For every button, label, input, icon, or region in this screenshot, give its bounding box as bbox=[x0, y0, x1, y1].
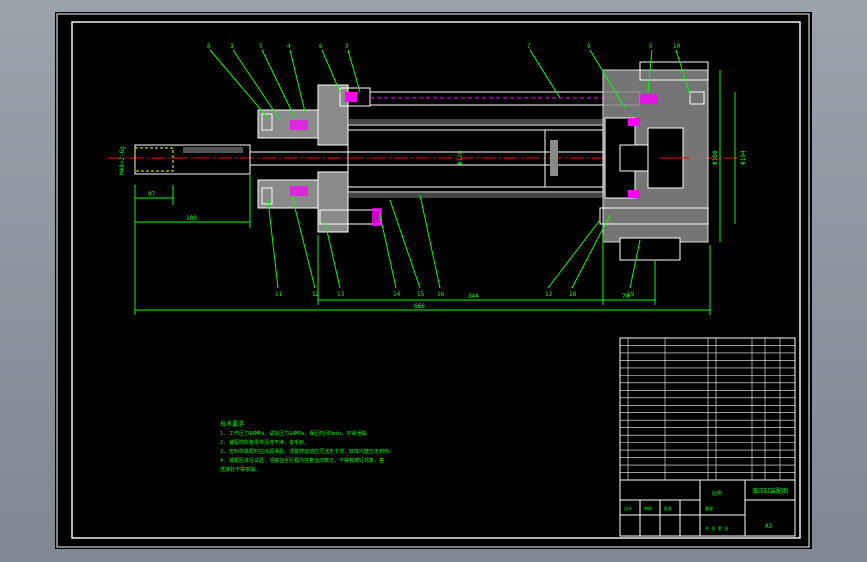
leader bbox=[571, 214, 611, 289]
note-line-4: 4. 装配后进行试验，活塞在全行程内往复运动数次，不得有爬行现象，各 bbox=[220, 457, 384, 464]
bolt-head-lower bbox=[372, 208, 382, 226]
balloon-label: 12 bbox=[545, 291, 553, 298]
parts-list-grid bbox=[620, 338, 795, 480]
leader bbox=[267, 199, 279, 289]
balloon-label: 15 bbox=[417, 291, 425, 298]
leader bbox=[589, 49, 626, 109]
leader bbox=[419, 194, 441, 289]
dim-666: 666 bbox=[414, 303, 425, 310]
balloon-label: 18 bbox=[569, 291, 577, 298]
inner-frame bbox=[71, 21, 801, 539]
dim-97: 97 bbox=[148, 191, 156, 198]
title-approver: 批准 bbox=[664, 505, 672, 511]
leader bbox=[547, 219, 601, 289]
leader bbox=[289, 49, 306, 113]
dimension-layer: 97 180 344 78 666 M48×2-6g Φ128 Φ160 Φ19… bbox=[119, 70, 747, 315]
title-designer: 设计 bbox=[624, 505, 632, 511]
rear-fitting bbox=[689, 91, 705, 105]
barrel-wall-top bbox=[348, 119, 603, 125]
title-weight: 重量 bbox=[705, 505, 713, 511]
title-school: 共 张 第 张 bbox=[705, 525, 728, 531]
note-line-2: 2. 装配前所有零件清洗干净，去毛刺。 bbox=[220, 439, 309, 446]
seal-upper bbox=[290, 120, 308, 130]
rear-tie-bolt bbox=[599, 207, 709, 225]
technical-notes: 技术要求 1. 工作压力16MPa，试验压力24MPa，保压时间5min，不得泄… bbox=[220, 420, 394, 473]
rod-flat bbox=[183, 147, 243, 153]
leader bbox=[321, 49, 341, 93]
note-line-1: 1. 工作压力16MPa，试验压力24MPa，保压时间5min，不得泄漏。 bbox=[220, 430, 371, 437]
rear-port bbox=[639, 61, 709, 81]
rear-seal-lower bbox=[628, 190, 640, 198]
leader bbox=[529, 49, 561, 99]
flange-lower bbox=[317, 171, 349, 233]
title-drawing-name: 液压缸装配图 bbox=[752, 487, 788, 495]
balloon-label: 11 bbox=[275, 291, 283, 298]
cushion-plunger bbox=[619, 144, 649, 172]
balloon-label: 13 bbox=[337, 291, 345, 298]
balloon-label: 3 bbox=[345, 43, 349, 50]
balloon-label: 4 bbox=[287, 43, 291, 50]
balloon-label: 19 bbox=[627, 291, 635, 298]
balloon-label: 8 bbox=[207, 43, 211, 50]
balloon-label: 10 bbox=[673, 43, 681, 50]
leader bbox=[629, 239, 641, 289]
leader bbox=[324, 221, 341, 289]
balloon-label: 3 bbox=[230, 43, 234, 50]
leader bbox=[379, 214, 397, 289]
balloon-label: 16 bbox=[437, 291, 445, 298]
balloon-bottom-row: 11 12 13 14 15 16 12 18 19 bbox=[267, 194, 641, 298]
leader bbox=[347, 49, 361, 93]
notes-title: 技术要求 bbox=[220, 420, 244, 428]
balloon-label: 14 bbox=[393, 291, 401, 298]
outer-frame bbox=[56, 13, 810, 548]
rear-seal-upper bbox=[628, 118, 640, 126]
piston-ring bbox=[550, 140, 558, 176]
flange-upper bbox=[317, 84, 349, 146]
title-block: 比例 液压缸装配图 A3 设计 审核 批准 重量 共 张 第 张 bbox=[619, 337, 796, 537]
title-sheet: A3 bbox=[765, 523, 773, 530]
leader bbox=[675, 49, 691, 96]
rear-head bbox=[599, 61, 709, 261]
thread-hidden bbox=[134, 147, 174, 172]
front-head bbox=[257, 84, 382, 233]
title-scale: 比例 bbox=[712, 490, 722, 497]
leader bbox=[232, 49, 281, 121]
leader bbox=[209, 49, 269, 119]
balloon-top-row: 8 3 5 4 6 3 7 9 5 10 bbox=[207, 43, 691, 121]
leader bbox=[261, 49, 296, 119]
rear-nut-upper bbox=[640, 94, 658, 104]
balloon-label: 6 bbox=[319, 43, 323, 50]
bolt-lower bbox=[261, 187, 273, 205]
dim-bore: Φ128 bbox=[457, 150, 464, 165]
parts-list-frame bbox=[619, 337, 796, 537]
bolt-upper bbox=[261, 113, 273, 131]
barrel-wall-bottom bbox=[348, 192, 603, 198]
port-fitting-upper bbox=[345, 92, 357, 102]
note-line-3: 3. 密封件装配时应涂润滑脂，活塞杆运动应灵活无卡滞，缸体内壁应无划伤。 bbox=[220, 448, 394, 455]
leader bbox=[291, 195, 316, 289]
note-line-5: 连接处不得渗漏。 bbox=[220, 466, 260, 473]
balloon-label: 5 bbox=[649, 43, 653, 50]
title-checker: 审核 bbox=[644, 505, 652, 511]
dim-thread: M48×2-6g bbox=[119, 146, 126, 175]
balloon-label: 5 bbox=[259, 43, 263, 50]
leader bbox=[647, 49, 653, 93]
dim-right-b: Φ194 bbox=[740, 150, 747, 165]
dim-344: 344 bbox=[468, 293, 479, 300]
dim-78: 78 bbox=[622, 293, 630, 300]
balloon-label: 9 bbox=[587, 43, 591, 50]
balloon-label: 12 bbox=[312, 291, 320, 298]
rear-mount-block bbox=[619, 237, 681, 261]
dim-right-a: Φ160 bbox=[712, 150, 719, 165]
leader bbox=[389, 199, 421, 289]
seal-lower bbox=[290, 186, 308, 196]
dim-180: 180 bbox=[186, 215, 197, 222]
balloon-layer: 8 3 5 4 6 3 7 9 5 10 11 12 13 bbox=[207, 43, 691, 298]
balloon-label: 7 bbox=[527, 43, 531, 50]
cylinder-assembly bbox=[108, 61, 740, 261]
